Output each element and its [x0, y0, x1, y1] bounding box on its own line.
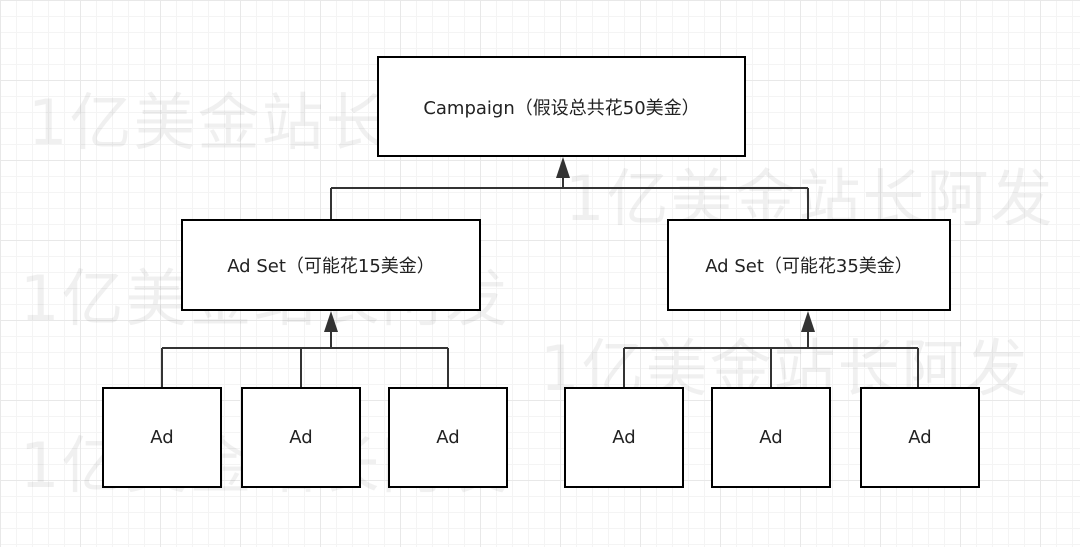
arrowhead-up [556, 157, 570, 178]
ad-set-node: Ad Set（可能花15美金） [181, 219, 481, 311]
ad-node: Ad [711, 387, 831, 488]
arrowhead-up [801, 311, 815, 332]
ad-node: Ad [564, 387, 684, 488]
ad-node: Ad [388, 387, 508, 488]
ad-set-node: Ad Set（可能花35美金） [667, 219, 951, 311]
ad-node: Ad [241, 387, 361, 488]
ad-node: Ad [102, 387, 222, 488]
campaign-node: Campaign（假设总共花50美金） [377, 56, 746, 157]
arrowhead-up [324, 311, 338, 332]
ad-node: Ad [860, 387, 980, 488]
